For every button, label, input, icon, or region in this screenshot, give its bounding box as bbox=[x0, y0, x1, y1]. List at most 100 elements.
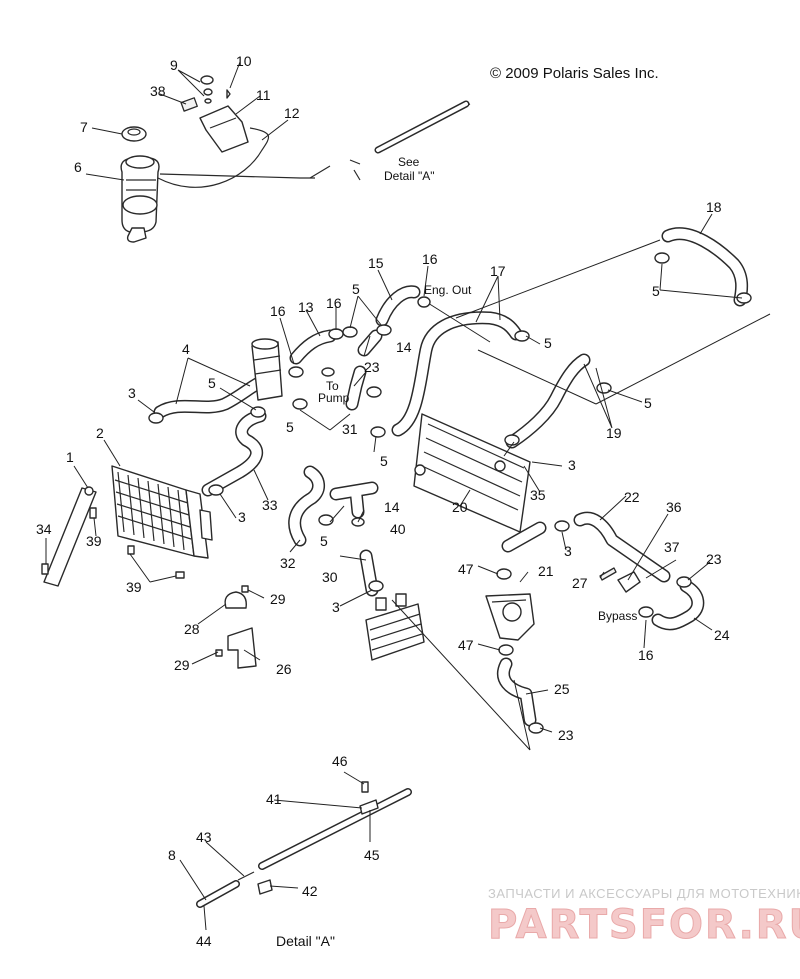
oil-cooler bbox=[413, 413, 531, 533]
callout-38: 38 bbox=[150, 83, 166, 99]
callout-46: 46 bbox=[332, 753, 348, 769]
callout-16: 16 bbox=[326, 295, 342, 311]
callout-47: 47 bbox=[458, 637, 474, 653]
callout-44: 44 bbox=[196, 933, 212, 949]
callout-5: 5 bbox=[352, 281, 360, 297]
radiator-brace bbox=[43, 486, 97, 587]
breather-tube-upper bbox=[309, 100, 471, 181]
mount-26 bbox=[227, 627, 257, 669]
callout-25: 25 bbox=[554, 681, 570, 697]
callout-5: 5 bbox=[544, 335, 552, 351]
heat-exchanger bbox=[365, 593, 425, 661]
callout-19: 19 bbox=[606, 425, 622, 441]
callout-15: 15 bbox=[368, 255, 384, 271]
callout-39: 39 bbox=[86, 533, 102, 549]
callout-12: 12 bbox=[284, 105, 300, 121]
callout-4: 4 bbox=[182, 341, 190, 357]
callout-18: 18 bbox=[706, 199, 722, 215]
radiator bbox=[111, 465, 213, 559]
callout-32: 32 bbox=[280, 555, 296, 571]
callout-17: 17 bbox=[490, 263, 506, 279]
watermark-logo: PARTSFOR.RU bbox=[488, 902, 800, 948]
callout-leaders bbox=[45, 61, 743, 931]
callout-45: 45 bbox=[364, 847, 380, 863]
bolt bbox=[175, 571, 185, 579]
callout-33: 33 bbox=[262, 497, 278, 513]
callout-13: 13 bbox=[298, 299, 314, 315]
callout-36: 36 bbox=[666, 499, 682, 515]
callout-9: 9 bbox=[170, 57, 178, 73]
see-note-line2: Detail "A" bbox=[384, 169, 435, 183]
clamps bbox=[148, 252, 752, 734]
callout-5: 5 bbox=[286, 419, 294, 435]
callout-30: 30 bbox=[322, 569, 338, 585]
callout-26: 26 bbox=[276, 661, 292, 677]
to-pump-note-line2: Pump bbox=[318, 391, 350, 405]
callout-37: 37 bbox=[664, 539, 680, 555]
callout-5: 5 bbox=[652, 283, 660, 299]
callout-3: 3 bbox=[568, 457, 576, 473]
detail-a-breather-tube bbox=[196, 781, 412, 908]
reservoir-cap bbox=[121, 126, 147, 142]
callout-23: 23 bbox=[706, 551, 722, 567]
callout-43: 43 bbox=[196, 829, 212, 845]
callout-numbers: 1 2 3 3 3 3 3 4 5 5 5 5 5 5 5 5 6 7 8 9 … bbox=[36, 53, 730, 949]
bracket-37 bbox=[617, 571, 641, 593]
part-27 bbox=[599, 567, 617, 581]
callout-41: 41 bbox=[266, 791, 282, 807]
to-pump-note-line1: To bbox=[326, 379, 339, 393]
callout-23: 23 bbox=[364, 359, 380, 375]
callout-10: 10 bbox=[236, 53, 252, 69]
bolt bbox=[89, 507, 97, 519]
callout-24: 24 bbox=[714, 627, 730, 643]
callout-21: 21 bbox=[538, 563, 554, 579]
coolant-reservoir bbox=[120, 155, 160, 243]
callout-31: 31 bbox=[342, 421, 358, 437]
callout-39: 39 bbox=[126, 579, 142, 595]
callout-6: 6 bbox=[74, 159, 82, 175]
callout-28: 28 bbox=[184, 621, 200, 637]
callout-7: 7 bbox=[80, 119, 88, 135]
callout-29: 29 bbox=[174, 657, 190, 673]
callout-47: 47 bbox=[458, 561, 474, 577]
callout-5: 5 bbox=[320, 533, 328, 549]
callout-20: 20 bbox=[452, 499, 468, 515]
callout-27: 27 bbox=[572, 575, 588, 591]
callout-11: 11 bbox=[256, 87, 271, 103]
callout-14: 14 bbox=[384, 499, 400, 515]
callout-5: 5 bbox=[380, 453, 388, 469]
callout-34: 34 bbox=[36, 521, 52, 537]
callout-42: 42 bbox=[302, 883, 318, 899]
copyright-text: © 2009 Polaris Sales Inc. bbox=[490, 65, 659, 82]
callout-16: 16 bbox=[422, 251, 438, 267]
callout-3: 3 bbox=[564, 543, 572, 559]
callout-22: 22 bbox=[624, 489, 640, 505]
bypass-note: Bypass bbox=[598, 609, 637, 623]
callout-14: 14 bbox=[396, 339, 412, 355]
clamp-28 bbox=[224, 591, 247, 609]
callout-3: 3 bbox=[332, 599, 340, 615]
callout-3: 3 bbox=[238, 509, 246, 525]
callout-5: 5 bbox=[208, 375, 216, 391]
detail-a-label: Detail "A" bbox=[276, 933, 335, 949]
bolt bbox=[41, 563, 49, 575]
water-pump bbox=[485, 593, 535, 641]
eng-out-note: Eng. Out bbox=[424, 283, 472, 297]
callout-29: 29 bbox=[270, 591, 286, 607]
callout-3: 3 bbox=[128, 385, 136, 401]
see-note-line1: See bbox=[398, 155, 420, 169]
callout-5: 5 bbox=[644, 395, 652, 411]
thermostat-housing bbox=[251, 338, 283, 401]
callout-40: 40 bbox=[390, 521, 406, 537]
callout-16: 16 bbox=[638, 647, 654, 663]
reservoir-bracket bbox=[180, 75, 249, 153]
callout-2: 2 bbox=[96, 425, 104, 441]
bolt bbox=[127, 545, 135, 555]
overflow-hose bbox=[157, 127, 269, 188]
callout-35: 35 bbox=[530, 487, 546, 503]
callout-8: 8 bbox=[168, 847, 176, 863]
callout-1: 1 bbox=[66, 449, 74, 465]
callout-16: 16 bbox=[270, 303, 286, 319]
